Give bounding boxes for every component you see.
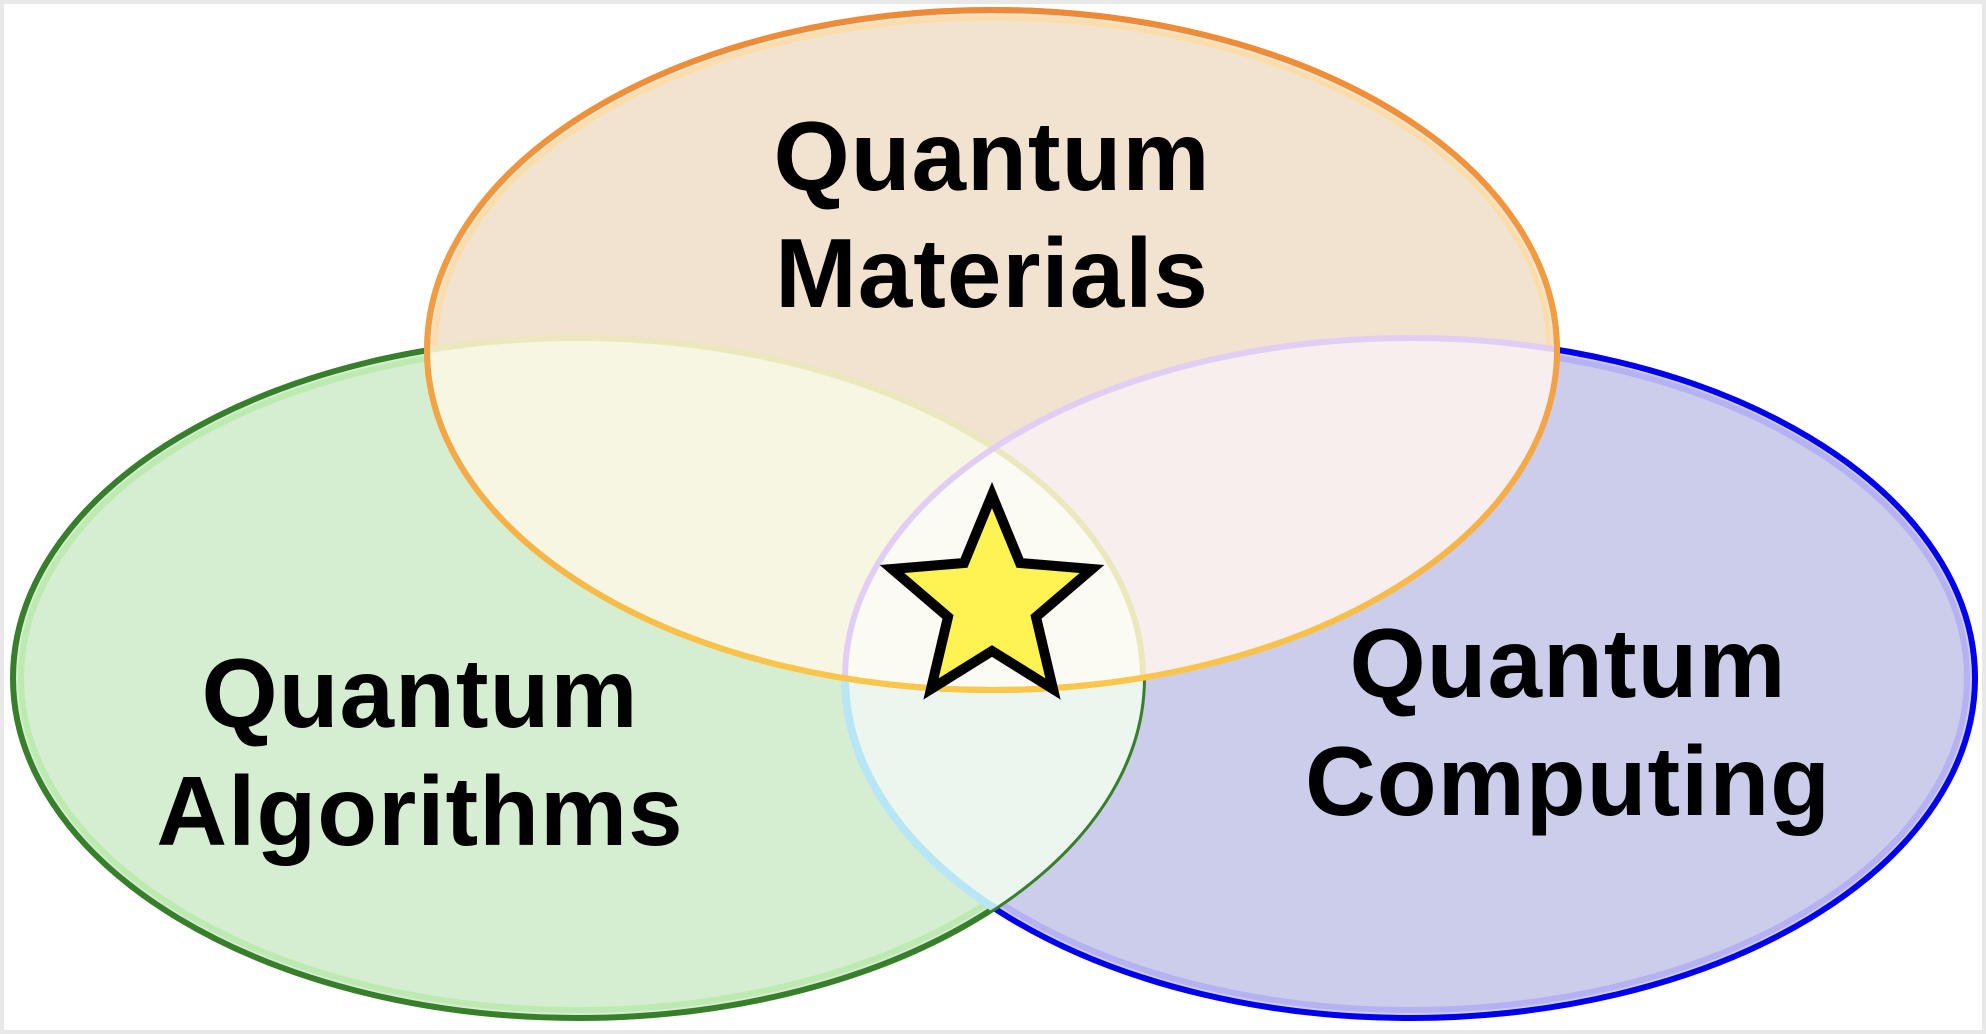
label-quantum-algorithms-line1: Quantum (201, 638, 638, 748)
label-quantum-computing-line1: Quantum (1349, 608, 1786, 718)
label-quantum-algorithms-line2: Algorithms (156, 756, 683, 866)
label-quantum-computing-line2: Computing (1305, 726, 1831, 836)
materials-outline (424, 7, 1560, 693)
label-quantum-materials-line1: Quantum (773, 101, 1210, 211)
label-quantum-materials-line2: Materials (775, 218, 1209, 328)
star-icon (879, 481, 1105, 700)
